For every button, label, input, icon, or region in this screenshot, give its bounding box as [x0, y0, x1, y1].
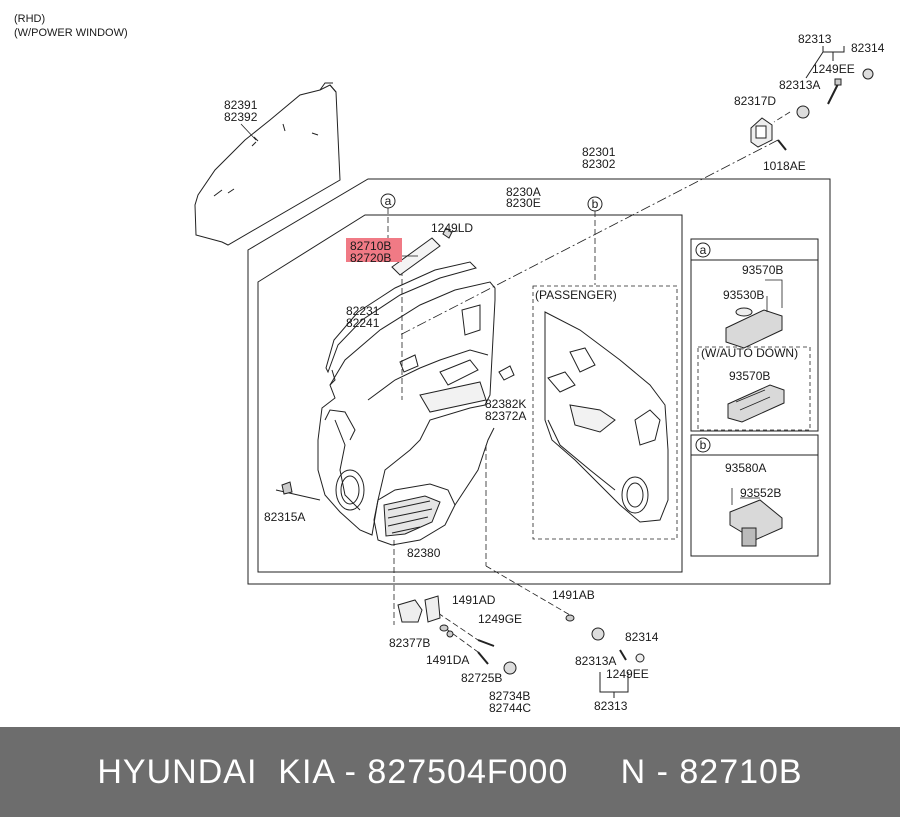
label-1249LD: 1249LD	[431, 221, 473, 235]
switch-panel-a-box	[690, 238, 819, 432]
passenger-box	[532, 285, 678, 540]
label-8230E: 8230E	[506, 196, 541, 210]
label-1491DA: 1491DA	[426, 653, 469, 667]
label-8230A: 8230A	[506, 185, 541, 199]
part-number-footer: HYUNDAI KIA - 827504F000 N - 82710B	[0, 727, 900, 817]
label-93570B-a: 93570B	[742, 263, 783, 277]
label-82302: 82302	[582, 157, 616, 171]
parts-diagram: (RHD) (W/POWER WINDOW)	[14, 13, 885, 715]
label-82315A: 82315A	[264, 510, 305, 524]
callout-a-main: a	[380, 193, 396, 209]
label-93552B: 93552B	[740, 486, 781, 500]
label-82241: 82241	[346, 316, 380, 330]
label-82313-top: 82313	[798, 32, 832, 46]
label-1018AE: 1018AE	[763, 159, 806, 173]
svg-text:b: b	[592, 197, 599, 211]
label-82317D: 82317D	[734, 94, 776, 108]
label-93570B-b: 93570B	[729, 369, 770, 383]
label-82710B: 82710B	[350, 239, 391, 253]
label-82372A: 82372A	[485, 409, 526, 423]
door-trim-panel	[317, 227, 515, 536]
top-right-hardware	[750, 46, 874, 151]
label-1491AB: 1491AB	[552, 588, 595, 602]
note-rhd: (RHD)	[14, 13, 45, 25]
label-82391: 82391	[224, 98, 258, 112]
label-82382K: 82382K	[485, 397, 526, 411]
leader-dash-82317D	[773, 111, 791, 123]
leader-dash-82317D-long	[399, 139, 779, 336]
label-1249EE-top: 1249EE	[812, 62, 855, 76]
door-glass-part	[194, 82, 341, 246]
label-82392: 82392	[224, 110, 258, 124]
label-82720B: 82720B	[350, 251, 391, 265]
passenger-door-panel	[544, 311, 669, 523]
label-82734B: 82734B	[489, 689, 530, 703]
callout-dash-lines	[387, 208, 596, 653]
label-1491AD: 1491AD	[452, 593, 496, 607]
speaker-grille	[373, 427, 495, 546]
footer-part-number-text: HYUNDAI KIA - 827504F000 N - 82710B	[97, 752, 803, 791]
label-82377B: 82377B	[389, 636, 430, 650]
label-auto-down: (W/AUTO DOWN)	[701, 346, 798, 360]
label-passenger: (PASSENGER)	[535, 288, 617, 302]
lower-hardware	[275, 481, 645, 698]
label-82313-bot: 82313	[594, 699, 628, 713]
highlight-82710B	[346, 238, 402, 262]
svg-text:b: b	[700, 438, 707, 452]
label-82231: 82231	[346, 304, 380, 318]
label-1249EE-bot: 1249EE	[606, 667, 649, 681]
label-82314-bot: 82314	[625, 630, 659, 644]
label-93530B: 93530B	[723, 288, 764, 302]
leader-1249LD	[449, 230, 459, 233]
callout-b-main: b	[587, 196, 603, 212]
svg-text:a: a	[700, 243, 707, 257]
door-trim-frame	[247, 178, 831, 585]
label-82313A-bot: 82313A	[575, 654, 616, 668]
switch-panel-b-box	[690, 434, 819, 557]
label-93580A: 93580A	[725, 461, 766, 475]
svg-text:a: a	[385, 194, 392, 208]
label-1249GE: 1249GE	[478, 612, 522, 626]
label-82314-top: 82314	[851, 41, 885, 55]
callout-b-box: b	[695, 437, 711, 453]
label-82744C: 82744C	[489, 701, 531, 715]
label-82313A-top: 82313A	[779, 78, 820, 92]
callout-a-box: a	[695, 242, 711, 258]
label-82380: 82380	[407, 546, 441, 560]
leader-82391	[240, 123, 257, 141]
label-82725B: 82725B	[461, 671, 502, 685]
label-82301: 82301	[582, 145, 616, 159]
note-power-window: (W/POWER WINDOW)	[14, 27, 128, 39]
